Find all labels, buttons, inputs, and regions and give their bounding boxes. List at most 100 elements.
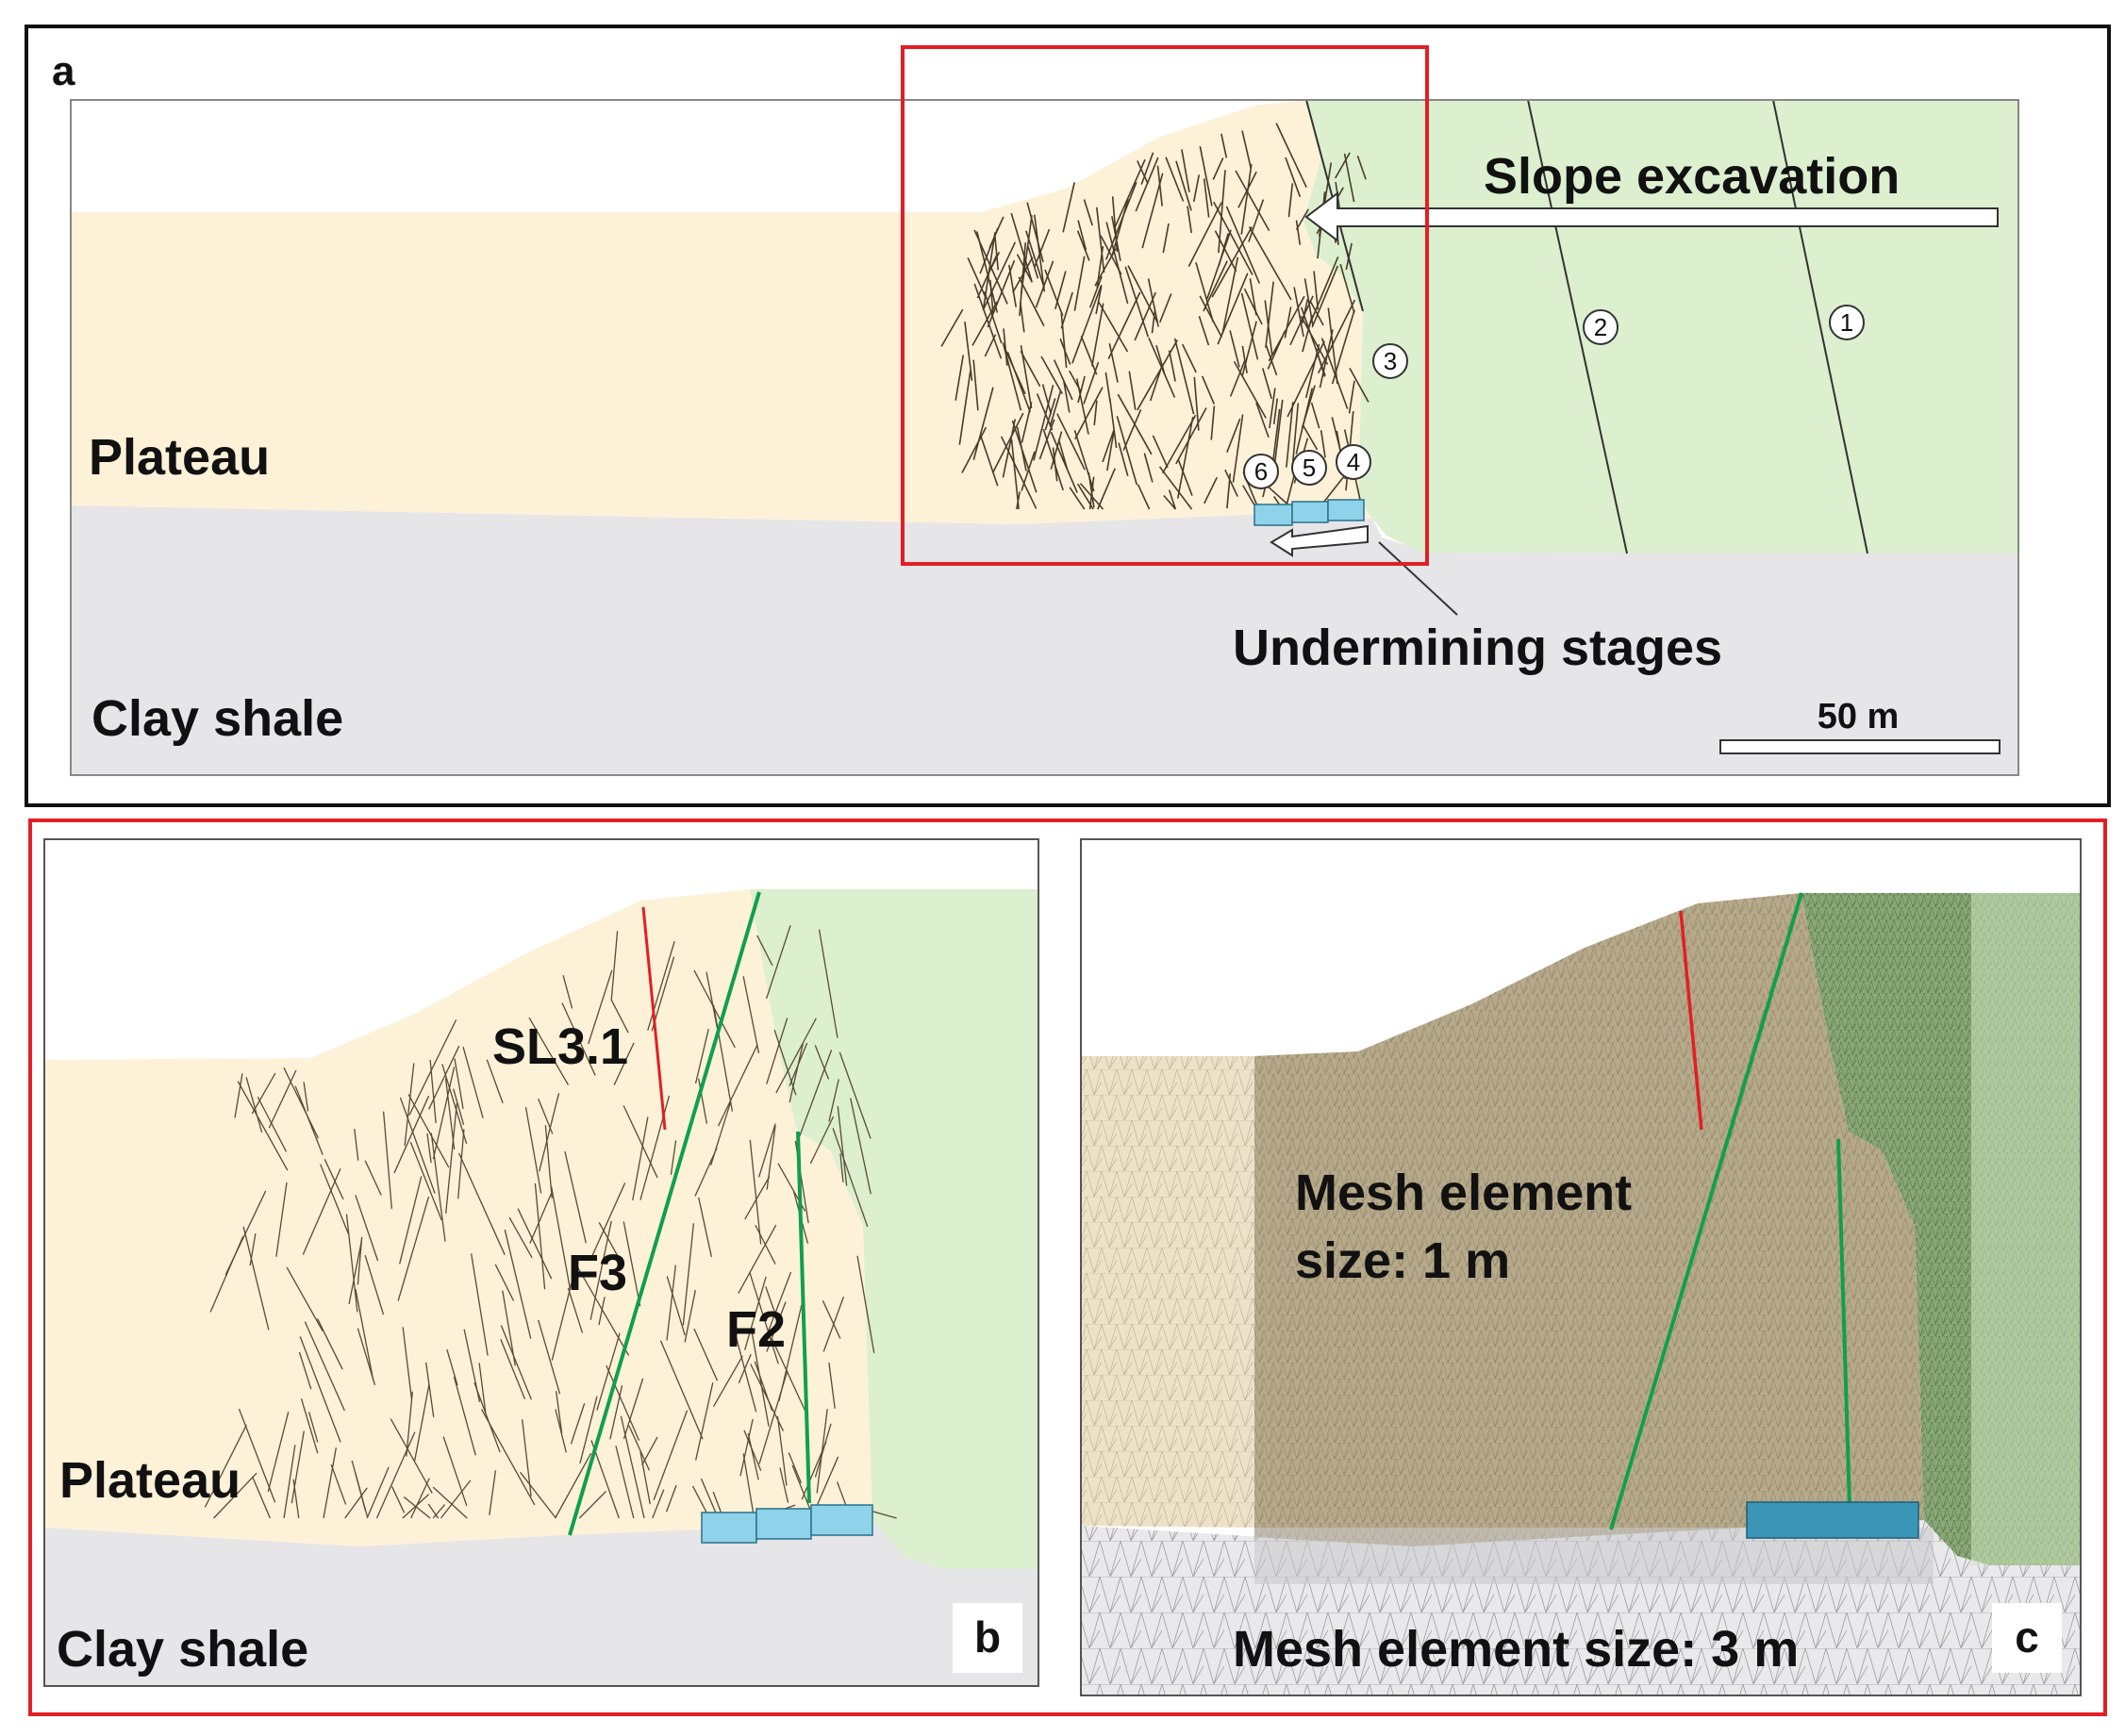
joint-line <box>698 1078 707 1124</box>
joint-line <box>1229 330 1240 368</box>
joint-line <box>298 1351 312 1390</box>
joint-line <box>1226 473 1232 509</box>
clay-shale-label-a: Clay shale <box>91 690 343 747</box>
joint-line <box>1218 170 1226 254</box>
joint-line <box>1016 426 1027 471</box>
joint-line <box>982 232 996 309</box>
svg-text:1: 1 <box>1840 308 1853 337</box>
joint-line <box>1074 387 1104 440</box>
joint-line <box>717 1044 758 1127</box>
joint-line <box>1309 300 1324 326</box>
slope-excavation-arrow <box>1304 190 1999 243</box>
stage-marker-1: 1 <box>1829 305 1865 340</box>
joint-line <box>1319 329 1334 389</box>
joint-line <box>1127 265 1158 323</box>
joint-line <box>1343 153 1355 203</box>
joint-line <box>1137 339 1179 411</box>
joint-line <box>409 1141 442 1221</box>
joint-line <box>1012 256 1034 293</box>
joint-line <box>1356 155 1367 180</box>
joint-line <box>940 308 964 347</box>
joint-line <box>652 1489 665 1519</box>
joint-line <box>856 1255 875 1353</box>
joint-line <box>1034 228 1051 268</box>
joint-line <box>307 1412 319 1443</box>
joint-line <box>1348 380 1355 414</box>
undermining-arrow <box>1270 524 1369 557</box>
joint-line <box>712 1355 743 1407</box>
joint-line <box>504 1229 532 1339</box>
joint-line <box>473 1382 501 1453</box>
joint-line <box>1265 281 1274 348</box>
joint-line <box>1151 309 1156 334</box>
joint-line <box>788 1452 803 1483</box>
undermining-blocks-b <box>701 1504 873 1544</box>
joint-line <box>1303 278 1314 326</box>
joint-line <box>756 934 773 967</box>
joint-line <box>1264 300 1273 355</box>
joint-line <box>761 1271 792 1347</box>
joint-line <box>242 1226 270 1331</box>
joint-line <box>1195 261 1215 322</box>
joint-line <box>1162 223 1170 254</box>
joint-line <box>766 1125 776 1190</box>
joint-line <box>1212 157 1224 180</box>
joint-line <box>1226 418 1241 453</box>
joint-line <box>300 1398 319 1454</box>
joint-set-b <box>204 925 897 1519</box>
joint-line <box>765 1286 778 1320</box>
joint-line <box>567 1287 584 1333</box>
joint-line <box>550 1186 572 1289</box>
joint-line <box>1041 384 1053 415</box>
joint-line <box>430 1133 446 1242</box>
scale-bar-label: 50 m <box>1818 697 1900 736</box>
joint-line <box>1203 260 1228 312</box>
joint-line <box>1248 226 1292 301</box>
joint-line <box>1095 207 1105 273</box>
joint-line <box>749 1139 762 1245</box>
joint-line <box>693 1328 719 1381</box>
joint-line <box>354 1129 359 1161</box>
joint-line <box>738 1354 752 1384</box>
stage-marker-5: 5 <box>1291 450 1327 486</box>
joint-line <box>403 1496 431 1519</box>
joint-line <box>555 1409 567 1453</box>
joint-line <box>478 1363 487 1413</box>
joint-line <box>391 1486 406 1513</box>
joint-line <box>1033 385 1054 461</box>
joint-line <box>267 1412 290 1493</box>
joint-line <box>694 1028 709 1084</box>
joint-line <box>698 1197 713 1258</box>
joint-line <box>302 1168 341 1255</box>
joint-line <box>1083 361 1100 405</box>
joint-line <box>670 1140 677 1175</box>
joint-line <box>275 1182 288 1257</box>
joint-line <box>1320 430 1326 458</box>
joint-line <box>1301 298 1309 324</box>
joint-line <box>454 1058 464 1110</box>
joint-line <box>747 1433 759 1480</box>
joint-line <box>751 1331 770 1427</box>
joint-line <box>1199 146 1213 207</box>
joint-line <box>665 1484 677 1513</box>
joint-line <box>1097 300 1129 353</box>
joint-line <box>428 1045 460 1110</box>
joint-line <box>838 1051 872 1139</box>
joint-line <box>528 1017 570 1085</box>
joint-line <box>1173 338 1195 415</box>
joint-line <box>441 1064 468 1145</box>
clay-shale-layer <box>71 505 2018 775</box>
joint-line <box>700 1478 719 1519</box>
joint-line <box>399 1176 423 1265</box>
joint-line <box>1192 174 1201 203</box>
joint-line <box>1295 388 1313 455</box>
joint-line <box>1053 359 1073 401</box>
joint-line <box>1240 292 1259 360</box>
joint-line <box>1249 278 1257 316</box>
joint-line <box>1077 375 1086 404</box>
joint-line <box>440 1480 472 1519</box>
joint-line <box>1269 388 1276 429</box>
joint-line <box>610 999 629 1033</box>
joint-line <box>1027 245 1039 279</box>
joint-line <box>508 1216 533 1259</box>
